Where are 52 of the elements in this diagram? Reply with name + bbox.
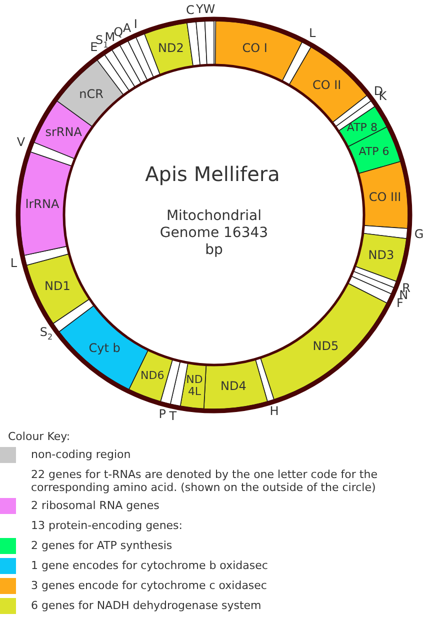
legend-text: 1 gene encodes for cytochrome b oxidasec bbox=[31, 558, 269, 572]
diagram-title: Apis Mellifera bbox=[145, 162, 280, 186]
trna-letter: W bbox=[203, 2, 216, 16]
gene-label: ND 4L bbox=[186, 374, 204, 398]
gene-label: CO I bbox=[242, 42, 268, 54]
gene-label: ND1 bbox=[44, 280, 70, 292]
gene-label: srRNA bbox=[45, 126, 82, 138]
trna-letter: E bbox=[90, 41, 98, 54]
gene-label: ND6 bbox=[140, 370, 164, 382]
gene-label: CO III bbox=[368, 191, 402, 204]
gene-label: ND3 bbox=[368, 249, 394, 262]
legend-text: non-coding region bbox=[31, 447, 132, 461]
trna-letter: I bbox=[134, 18, 138, 31]
gene-label: ND2 bbox=[158, 42, 184, 54]
trna-letter: T bbox=[169, 410, 177, 424]
trna-letter: Y bbox=[196, 3, 204, 16]
gene-segment bbox=[20, 151, 73, 256]
gene-segment bbox=[26, 253, 90, 324]
trna-letter: F bbox=[396, 297, 404, 310]
legend-text: 3 genes encode for cytochrome c oxidasec bbox=[31, 578, 268, 592]
gene-label: nCR bbox=[79, 88, 104, 100]
gene-segment bbox=[56, 60, 124, 128]
trna-letter: G bbox=[414, 228, 424, 242]
gene-segment bbox=[288, 46, 368, 124]
legend-text: 2 genes for ATP synthesis bbox=[31, 538, 174, 552]
gene-label: lrRNA bbox=[25, 198, 60, 210]
legend-text: 6 genes for NADH dehydrogenase system bbox=[31, 598, 262, 612]
trna-letter: L bbox=[10, 256, 18, 270]
gene-label: ATP 6 bbox=[358, 146, 390, 158]
trna-letter: A bbox=[122, 22, 132, 35]
trna-letter: P bbox=[158, 408, 166, 421]
gene-label: ATP 8 bbox=[346, 122, 378, 134]
legend-text: 2 ribosomal RNA genes bbox=[31, 498, 160, 512]
legend-text: 13 protein-encoding genes: bbox=[31, 518, 184, 532]
trna-segment bbox=[203, 2, 216, 66]
legend-text: 22 genes for t-RNAs are denoted by the one letter code for the corresponding amino acid. (shown on the outside of the circle) bbox=[31, 467, 378, 494]
gene-segment bbox=[214, 20, 302, 82]
gene-label: ND5 bbox=[312, 340, 339, 352]
trna-letter: V bbox=[16, 136, 26, 150]
gene-segment bbox=[358, 161, 408, 229]
gene-label: ND4 bbox=[220, 380, 246, 392]
trna-letter: H bbox=[270, 405, 279, 418]
gene-label: CO II bbox=[312, 79, 342, 92]
legend-heading: Colour Key: bbox=[7, 430, 72, 443]
gene-segment bbox=[260, 282, 388, 400]
genome-size-label: Mitochondrial Genome 16343 bp bbox=[158, 208, 270, 259]
gene-label: Cyt b bbox=[88, 342, 120, 354]
trna-letter: C bbox=[186, 4, 194, 17]
trna-letter: L bbox=[308, 27, 316, 40]
trna-letter: Q bbox=[114, 26, 124, 40]
gene-segment bbox=[144, 22, 194, 76]
trna-letter: S$_{2}$ bbox=[40, 326, 53, 343]
